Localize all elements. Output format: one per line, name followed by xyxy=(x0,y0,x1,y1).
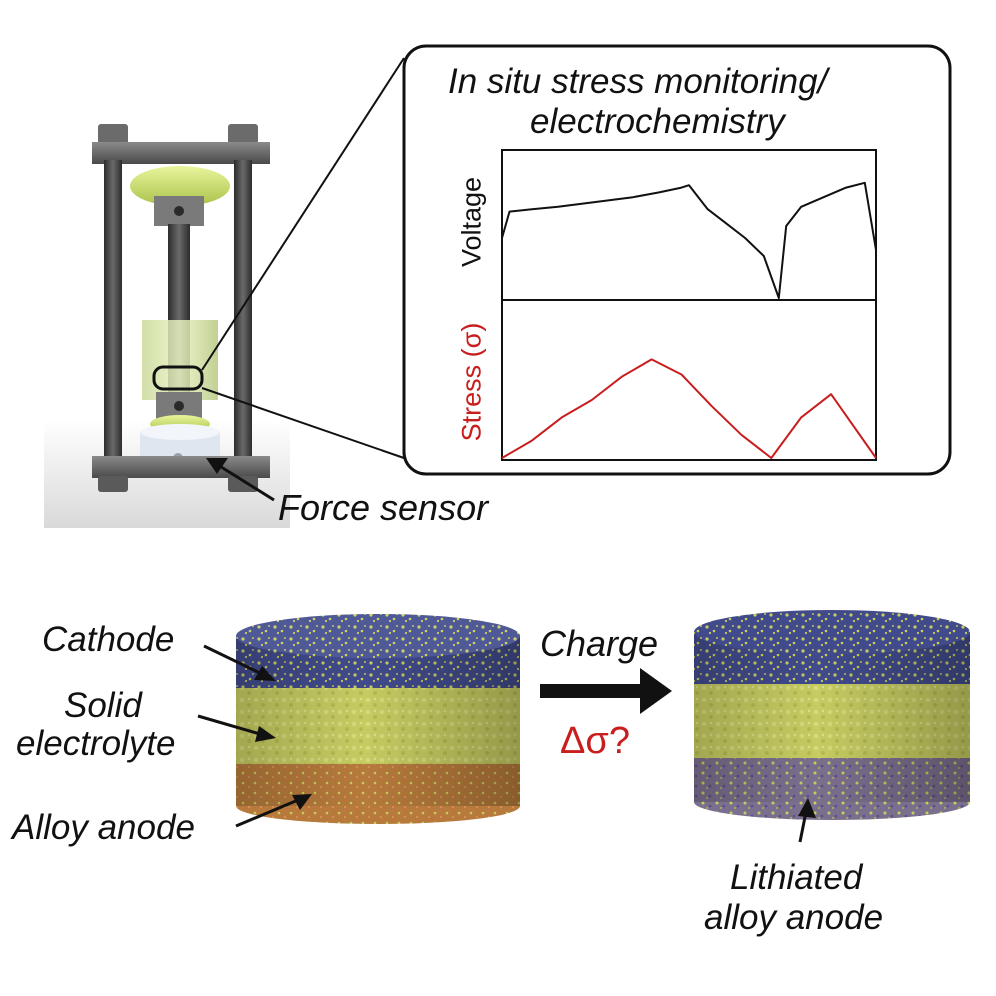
stress-plot-frame xyxy=(501,299,877,461)
stress-axis-label: Stress (σ) xyxy=(456,322,487,442)
rig-cell-sleeve xyxy=(142,320,218,400)
pellet-charged-shading xyxy=(694,632,970,802)
rig-clamp-screw-bottom xyxy=(174,401,184,411)
pellet-charged-top-face xyxy=(694,610,970,654)
rig-nut-bottom-left xyxy=(98,476,128,492)
rig-rod-left xyxy=(104,160,122,480)
force-sensor-arrow-head xyxy=(206,458,228,474)
voltage-trace xyxy=(501,181,877,299)
rig-nut-top-left xyxy=(98,124,128,144)
panel-title-line2: electrochemistry xyxy=(530,102,785,141)
pellet-pristine-shading xyxy=(236,636,520,806)
cathode-label: Cathode xyxy=(42,620,175,659)
rig-cell-highlight xyxy=(152,365,204,391)
charge-arrow-head xyxy=(640,668,672,714)
monitoring-panel xyxy=(402,44,952,476)
pellet-charged xyxy=(694,610,970,820)
rig-nut-top-right xyxy=(228,124,258,144)
rig-top-plate xyxy=(92,142,270,164)
lithiated-label-line1: Lithiated xyxy=(730,858,863,897)
force-sensor-arrow-shaft xyxy=(217,463,275,502)
solid-electrolyte-label-line2: electrolyte xyxy=(16,724,176,763)
rig-rod-right xyxy=(234,160,252,480)
force-sensor-label: Force sensor xyxy=(278,487,489,528)
charge-label: Charge xyxy=(540,623,659,664)
solid-electrolyte-label-line1: Solid xyxy=(64,686,142,725)
charge-arrow-shaft xyxy=(540,684,648,698)
voltage-series xyxy=(501,181,877,299)
pellet-pristine-top-face xyxy=(236,614,520,658)
rig-force-sensor-top xyxy=(140,424,220,440)
cathode-arrow-head xyxy=(254,666,276,681)
electrolyte-arrow-shaft xyxy=(197,714,261,736)
delta-sigma-label: Δσ? xyxy=(560,720,630,762)
panel-title-line1: In situ stress monitoring/ xyxy=(448,62,828,101)
anode-arrow-head xyxy=(292,794,312,810)
stress-trace xyxy=(501,358,877,459)
pellet-pristine xyxy=(236,614,520,824)
zoom-line-bottom xyxy=(201,387,405,459)
cathode-arrow-shaft xyxy=(203,644,263,676)
zoom-line-top xyxy=(201,57,405,371)
rig-nut-bottom-right xyxy=(228,476,258,492)
lithiated-arrow-shaft xyxy=(798,811,808,843)
rig-bottom-plate xyxy=(92,456,270,478)
lithiated-label-line2: alloy anode xyxy=(704,898,884,937)
rig-clamp-screw-top xyxy=(174,206,184,216)
pellet-pristine-top-sheen xyxy=(236,614,520,658)
stress-series xyxy=(501,358,877,459)
electrolyte-arrow-head xyxy=(255,726,276,742)
anode-arrow-shaft xyxy=(235,798,299,828)
alloy-anode-label: Alloy anode xyxy=(12,808,195,847)
lithiated-arrow-head xyxy=(798,798,816,818)
voltage-axis-label: Voltage xyxy=(456,176,487,268)
stress-test-rig xyxy=(44,124,290,528)
